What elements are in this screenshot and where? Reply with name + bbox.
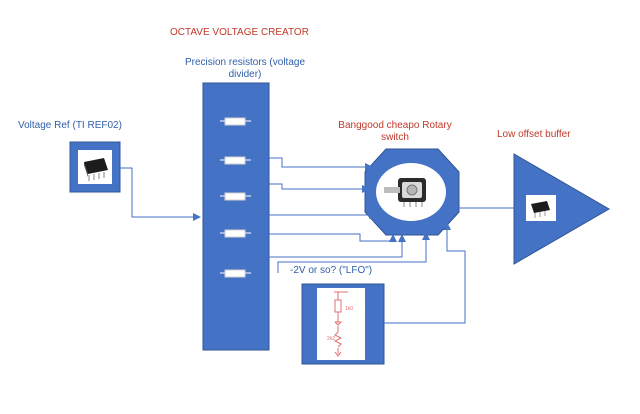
connector-lfo-b <box>384 222 466 324</box>
resistors-label-line1: Precision resistors (voltage <box>184 57 306 68</box>
connector-tap-4 <box>269 233 397 242</box>
resistors-label: Precision resistors (voltage divider) <box>170 57 320 81</box>
resistor-1 <box>220 117 251 126</box>
buffer-block <box>513 153 610 265</box>
lfo-schematic-r1-text: 1k0 <box>345 306 353 312</box>
rotary-switch-block <box>364 148 460 236</box>
lfo-schematic-icon: 1k0 2k2 <box>327 291 353 357</box>
resistors-label-line2: divider) <box>228 69 262 80</box>
voltage-ref-label: Voltage Ref (TI REF02) <box>18 120 122 131</box>
voltage-ref-block <box>69 141 121 193</box>
lfo-label: -2V or so? ("LFO") <box>290 265 373 276</box>
rotary-switch-label: Banggood cheapo Rotary switch <box>330 120 460 144</box>
lfo-schematic-r2-text: 2k2 <box>327 336 335 342</box>
ic-chip-icon <box>84 158 108 181</box>
lfo-block: 1k0 2k2 <box>301 283 385 365</box>
rotary-switch-label-line2: switch <box>381 132 409 143</box>
resistor-2 <box>220 156 251 165</box>
connector-tap-1 <box>269 157 373 171</box>
resistor-5 <box>220 269 251 278</box>
buffer-label: Low offset buffer <box>497 129 571 140</box>
connector-lfo-a <box>277 232 430 273</box>
resistor-4 <box>220 229 251 238</box>
connectors <box>120 157 514 324</box>
rotary-switch-label-line1: Banggood cheapo Rotary <box>338 120 452 131</box>
resistor-divider-block <box>202 82 270 351</box>
connector-tap-5 <box>269 234 406 258</box>
ic-chip-icon <box>531 201 550 218</box>
connector-tap-2 <box>269 183 370 193</box>
resistor-3 <box>220 192 251 201</box>
rotary-switch-icon <box>384 178 426 207</box>
connector-vref-divider <box>120 167 201 221</box>
diagram-title: OCTAVE VOLTAGE CREATOR <box>170 27 309 38</box>
